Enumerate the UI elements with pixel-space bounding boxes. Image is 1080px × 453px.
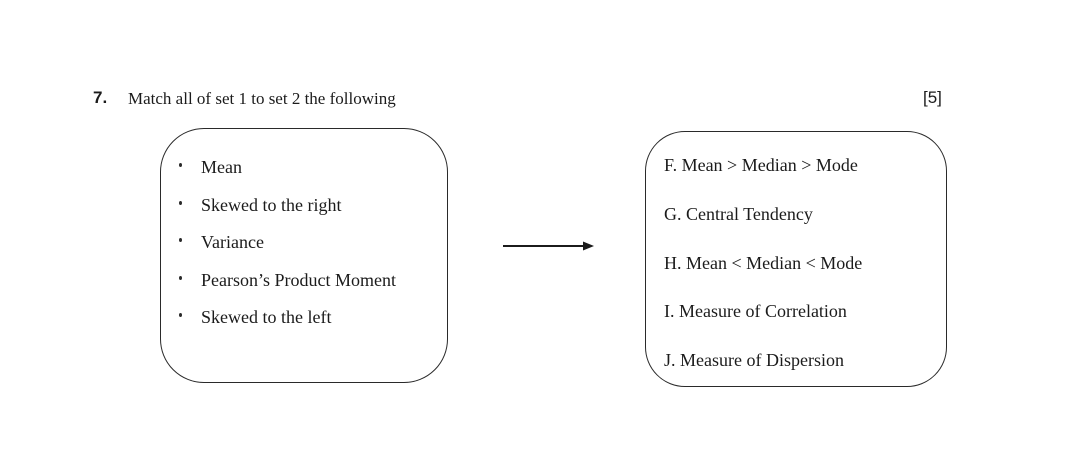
set2-item-label: I. Measure of Correlation	[664, 301, 847, 322]
bullet-icon	[179, 238, 182, 242]
question-number: 7.	[93, 88, 108, 107]
set1-item: Skewed to the right	[178, 195, 437, 216]
set2-item: J. Measure of Dispersion	[664, 350, 938, 371]
set2-item-label: G. Central Tendency	[664, 203, 813, 224]
set1-list: Mean Skewed to the right Variance Pearso…	[178, 157, 437, 328]
bullet-icon	[179, 163, 182, 167]
set2-item-label: H. Mean < Median < Mode	[664, 252, 863, 273]
question-marks: [5]	[923, 88, 942, 107]
set1-item: Pearson’s Product Moment	[178, 270, 437, 291]
set1-item: Mean	[178, 157, 437, 178]
set1-item-label: Pearson’s Product Moment	[201, 269, 396, 290]
set2-item: F. Mean > Median > Mode	[664, 155, 938, 176]
set1-item: Skewed to the left	[178, 307, 437, 328]
set1-item-label: Skewed to the left	[201, 307, 332, 327]
set2-list: F. Mean > Median > Mode G. Central Tende…	[664, 155, 938, 371]
set2-item: G. Central Tendency	[664, 204, 938, 225]
question-text: Match all of set 1 to set 2 the followin…	[128, 89, 396, 108]
set1-box: Mean Skewed to the right Variance Pearso…	[160, 128, 448, 383]
set2-item: H. Mean < Median < Mode	[664, 253, 938, 274]
set2-item: I. Measure of Correlation	[664, 301, 938, 322]
bullet-icon	[179, 200, 182, 205]
set2-item-label: J. Measure of Dispersion	[664, 350, 844, 371]
set1-item: Variance	[178, 232, 437, 253]
set2-item-label: F. Mean > Median > Mode	[664, 155, 858, 175]
set1-item-label: Mean	[201, 157, 242, 177]
bullet-icon	[179, 313, 182, 317]
set1-item-label: Variance	[201, 232, 264, 252]
arrow-icon	[500, 238, 596, 254]
set2-box: F. Mean > Median > Mode G. Central Tende…	[645, 131, 947, 387]
bullet-icon	[179, 275, 182, 280]
set1-item-label: Skewed to the right	[201, 194, 342, 215]
